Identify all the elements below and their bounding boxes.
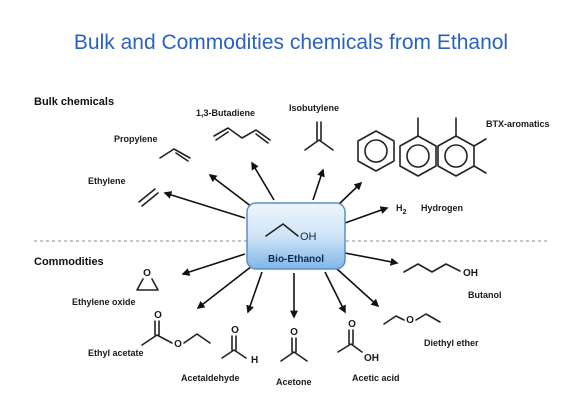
acetaldehyde-label: Acetaldehyde (181, 373, 240, 383)
arrow-ethylene-oxide (181, 253, 246, 276)
diethyl-ether-node: O Diethyl ether (383, 313, 479, 348)
benzene-ring (357, 130, 395, 172)
arrow-acetaldehyde (246, 271, 263, 314)
ethanol-oh-label: OH (300, 231, 317, 243)
arrow-propylene (208, 174, 253, 208)
section-bulk-chemicals: Bulk chemicals (34, 96, 114, 108)
btx-label: BTX-aromatics (486, 119, 550, 129)
acetic-acid-oxygen: O (348, 319, 356, 330)
diethyl-ether-ethyl-2 (415, 313, 441, 323)
ethylene-oxide-node: O Ethylene oxide (72, 268, 159, 307)
ethyl-acetate-label: Ethyl acetate (88, 348, 144, 358)
acetaldehyde-h: H (251, 355, 258, 366)
propylene-node: Propylene (114, 134, 191, 162)
butadiene-double-2 (255, 133, 269, 144)
toluene-aromatic-circle (406, 144, 430, 168)
h2-formula: H2 (396, 203, 407, 216)
arrow-butadiene (251, 161, 275, 201)
ethylene-oxide-oxygen: O (143, 268, 151, 279)
btx-aromatics-node: BTX-aromatics (357, 117, 550, 177)
ethylene-bond-2 (141, 192, 159, 207)
bio-ethanol-label: Bio-Ethanol (268, 254, 324, 265)
arrows (163, 161, 399, 319)
butanol-label: Butanol (468, 290, 502, 300)
butadiene-double-1 (215, 131, 229, 141)
acetone-oxygen: O (290, 327, 298, 338)
acetone-skeleton (280, 351, 308, 362)
ethylene-node: Ethylene (88, 176, 159, 207)
xylene-aromatic-circle (444, 144, 468, 168)
benzene-aromatic-circle (364, 139, 388, 163)
ethyl-acetate-ethyl (183, 333, 211, 344)
isobutylene-methyls (304, 139, 334, 151)
bio-ethanol-node: OH Bio-Ethanol (246, 202, 346, 270)
arrow-butanol (344, 252, 399, 266)
acetic-acid-skeleton (337, 343, 363, 353)
butanol-skeleton (403, 263, 461, 273)
ethyl-acetate-carbonyl-o: O (154, 310, 162, 321)
toluene-ring (399, 135, 437, 177)
section-commodities: Commodities (34, 256, 104, 268)
xylene-methyl-3 (473, 165, 487, 174)
acetaldehyde-node: O H Acetaldehyde (181, 325, 258, 383)
ethyl-acetate-ester-o: O (174, 339, 182, 350)
propylene-label: Propylene (114, 134, 158, 144)
butanol-node: OH Butanol (403, 263, 502, 300)
arrow-ethyl-acetate (196, 265, 253, 309)
acetone-label: Acetone (276, 377, 312, 387)
butadiene-label: 1,3-Butadiene (196, 108, 255, 118)
ethanol-structure (265, 223, 299, 237)
diethyl-ether-oxygen: O (406, 315, 414, 326)
isobutylene-label: Isobutylene (289, 103, 339, 113)
arrow-ethylene (163, 191, 246, 219)
butadiene-node: 1,3-Butadiene (196, 108, 271, 144)
xylene-ring (437, 135, 475, 177)
arrow-btx (336, 181, 363, 207)
ethylene-label: Ethylene (88, 176, 126, 186)
hydrogen-node: H2 Hydrogen (396, 203, 463, 216)
xylene-methyl-2 (473, 138, 487, 147)
bio-ethanol-box (246, 202, 346, 270)
butanol-oh: OH (463, 268, 478, 279)
diethyl-ether-ethyl-1 (383, 315, 405, 325)
acetaldehyde-skeleton (221, 349, 247, 359)
isobutylene-node: Isobutylene (289, 103, 339, 151)
diethyl-ether-label: Diethyl ether (424, 338, 479, 348)
acetic-acid-oh: OH (364, 353, 379, 364)
acetic-acid-node: O OH Acetic acid (337, 319, 400, 383)
butadiene-skeleton (213, 127, 271, 141)
arrow-acetic-acid (324, 271, 346, 314)
ethylene-oxide-label: Ethylene oxide (72, 297, 136, 307)
arrow-hydrogen (344, 206, 389, 224)
arrow-isobutylene (312, 168, 325, 201)
acetone-node: O Acetone (276, 327, 312, 387)
propylene-skeleton (159, 148, 191, 159)
ethylene-bond-1 (138, 188, 156, 203)
page-title: Bulk and Commodities chemicals from Etha… (74, 31, 508, 54)
ethyl-acetate-node: O O Ethyl acetate (88, 310, 211, 358)
arrow-diethyl-ether (335, 267, 380, 308)
acetic-acid-label: Acetic acid (352, 373, 400, 383)
acetaldehyde-oxygen: O (231, 325, 239, 336)
ethylene-oxide-ring (136, 278, 159, 291)
hydrogen-label: Hydrogen (421, 203, 463, 213)
propylene-double-bond (175, 152, 189, 162)
ethyl-acetate-acyl (141, 334, 173, 346)
